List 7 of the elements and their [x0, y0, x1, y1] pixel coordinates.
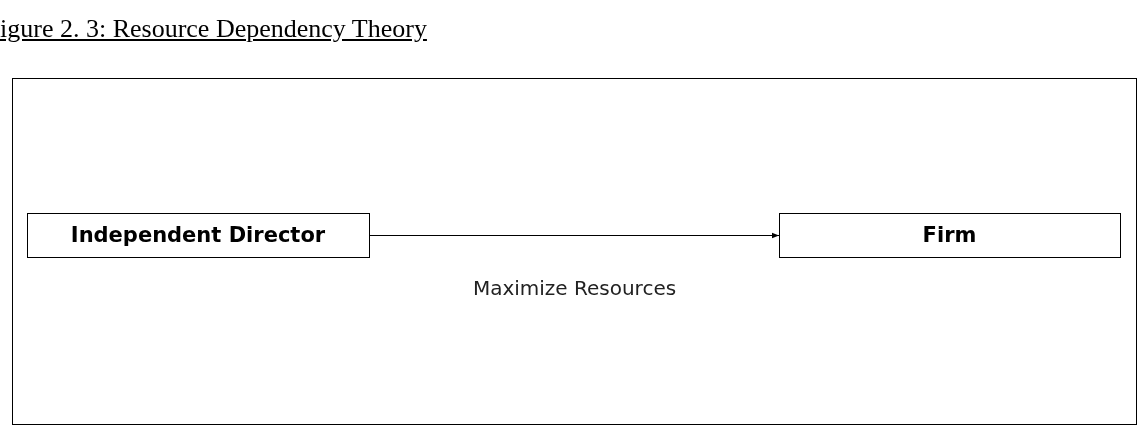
box-label: Independent Director — [70, 223, 326, 247]
arrow — [369, 232, 780, 239]
figure-title: igure 2. 3: Resource Dependency Theory — [0, 14, 427, 44]
frame-box — [12, 78, 1137, 425]
process-box — [26, 212, 370, 258]
box-label: Firm — [922, 223, 977, 247]
process-box — [778, 212, 1121, 258]
